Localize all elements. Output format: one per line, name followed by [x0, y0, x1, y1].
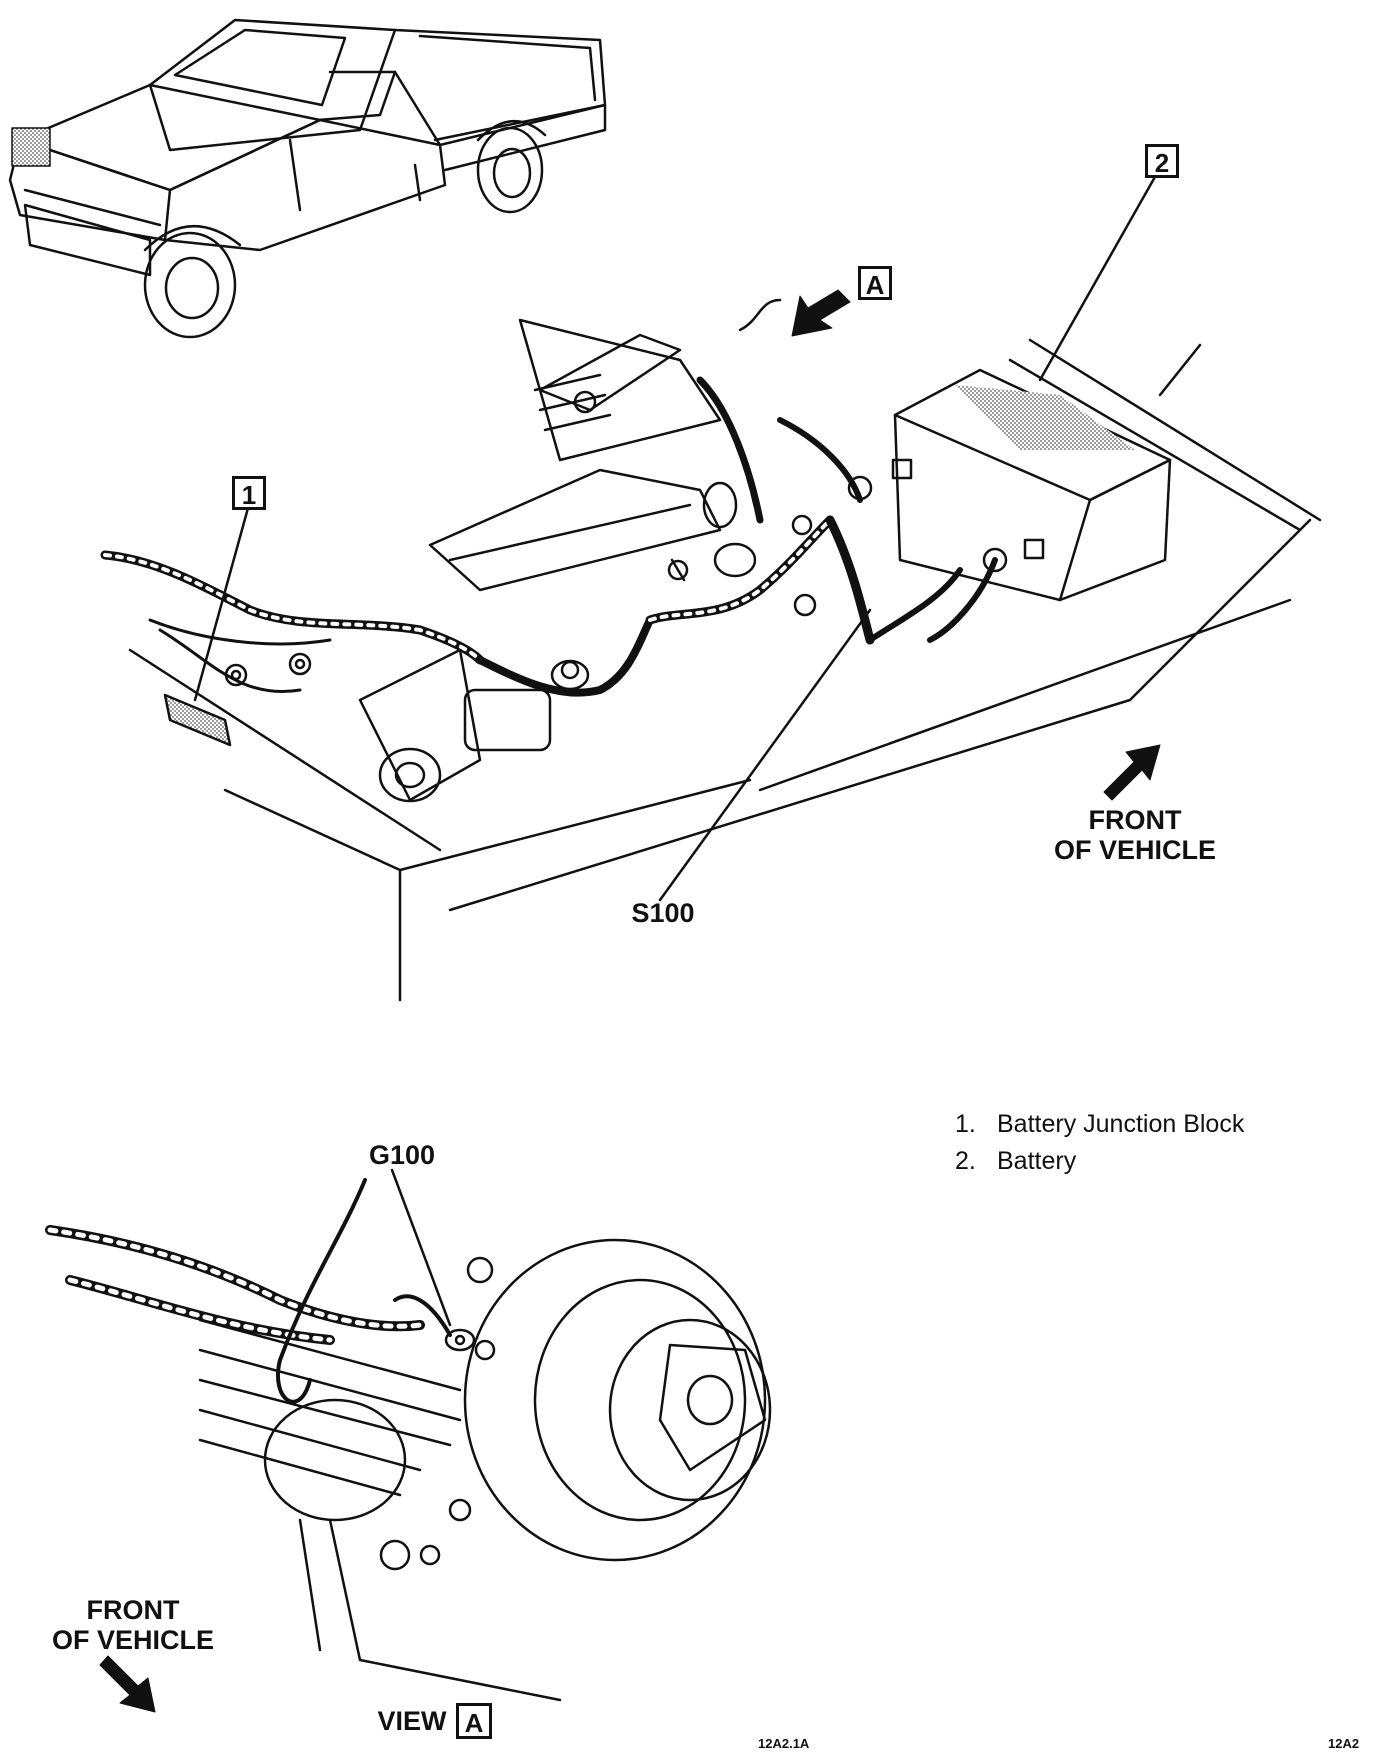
view-label: VIEW: [377, 1706, 447, 1736]
leader-line-2: [1038, 166, 1162, 382]
callout-1: 1: [232, 476, 266, 510]
front-top-line2: OF VEHICLE: [1053, 835, 1216, 866]
leader-line-g100: [390, 1168, 452, 1327]
leader-line-s100: [658, 608, 872, 902]
figure-code-right: 12A2: [1328, 1736, 1360, 1751]
engine-bay-main-view: [100, 298, 1322, 1002]
front-arrow-top: [1103, 744, 1161, 801]
front-of-vehicle-bottom: FRONT OF VEHICLE: [38, 1595, 228, 1655]
front-arrow-bottom: [99, 1655, 156, 1713]
view-a-detail: [45, 1178, 772, 1702]
legend-item-text: Battery Junction Block: [997, 1110, 1245, 1138]
legend-item-number: 2.: [955, 1147, 976, 1175]
legend: 1. Battery Junction Block 2. Battery: [955, 1110, 1244, 1184]
pickup-truck-drawing: [8, 18, 607, 339]
label-s100: S100: [631, 898, 695, 928]
legend-item: 2. Battery: [955, 1147, 1244, 1184]
callout-2: 2: [1145, 144, 1179, 178]
front-bottom-line2: OF VEHICLE: [51, 1625, 214, 1656]
front-bottom-line1: FRONT: [86, 1595, 180, 1625]
view-label-box: A: [456, 1703, 492, 1739]
leader-line-1: [193, 506, 250, 702]
label-g100: G100: [368, 1140, 436, 1170]
legend-item: 1. Battery Junction Block: [955, 1110, 1244, 1147]
legend-item-text: Battery: [997, 1147, 1077, 1175]
front-top-line1: FRONT: [1088, 805, 1182, 835]
view-a-arrow: [791, 289, 851, 337]
front-of-vehicle-top: FRONT OF VEHICLE: [1040, 805, 1230, 865]
legend-item-number: 1.: [955, 1110, 976, 1138]
callout-view-a: A: [858, 266, 892, 300]
figure-code-left: 12A2.1A: [758, 1736, 810, 1751]
